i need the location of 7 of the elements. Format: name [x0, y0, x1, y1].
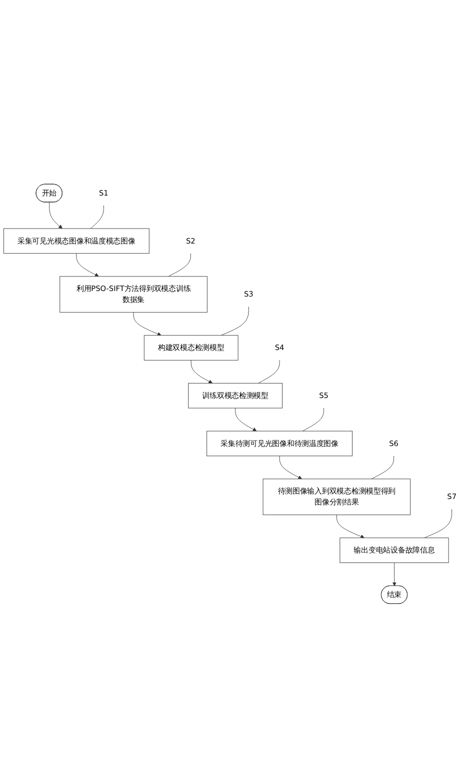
connector	[90, 205, 104, 229]
connector	[424, 508, 452, 538]
connector	[371, 456, 394, 479]
connector	[220, 306, 249, 336]
connector	[302, 408, 324, 432]
connector	[258, 360, 280, 384]
connector	[168, 253, 191, 276]
